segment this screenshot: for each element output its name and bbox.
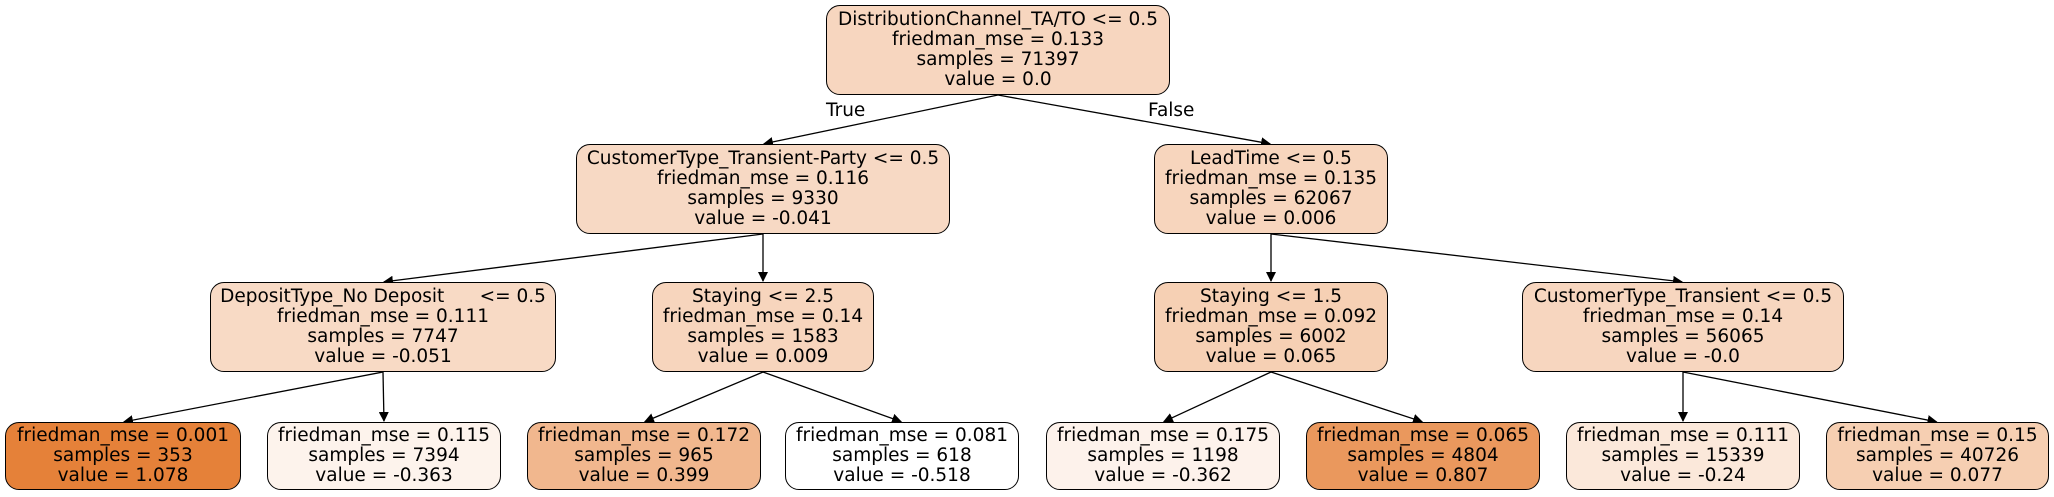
edge-n4-n9	[644, 371, 764, 423]
node-text-line: samples = 9330	[687, 188, 839, 209]
node-text-line: samples = 56065	[1601, 326, 1765, 347]
edge-n4-n10	[762, 371, 902, 424]
node-text-line: value = 0.065	[1205, 346, 1337, 367]
edge-n0-n1	[762, 94, 999, 147]
edge-n1-n3	[383, 233, 764, 286]
node-text-line: friedman_mse = 0.081	[796, 425, 1008, 446]
node-text-line: DepositType_No Deposit <= 0.5	[220, 286, 546, 307]
node-text-line: value = 0.399	[578, 465, 710, 486]
node-text-line: friedman_mse = 0.111	[1577, 425, 1789, 446]
node-text-line: samples = 40726	[1855, 445, 2019, 466]
node-text-line: value = -0.362	[1094, 465, 1232, 486]
node-text-line: friedman_mse = 0.111	[277, 306, 489, 327]
node-text-line: value = 0.807	[1357, 465, 1489, 486]
node-text-line: value = -0.0	[1626, 346, 1740, 367]
node-text-line: value = -0.363	[315, 465, 453, 486]
node-text-line: samples = 6002	[1195, 326, 1347, 347]
node-text-line: friedman_mse = 0.175	[1057, 425, 1269, 446]
node-text-line: value = -0.518	[833, 465, 971, 486]
edge-n6-n14	[1682, 371, 1938, 425]
node-text-line: samples = 1198	[1087, 445, 1239, 466]
node-text-line: friedman_mse = 0.115	[278, 425, 490, 446]
node-text-line: Staying <= 2.5	[691, 286, 835, 307]
node-text-line: friedman_mse = 0.14	[662, 306, 864, 327]
node-text-line: LeadTime <= 0.5	[1190, 148, 1352, 169]
node-text-line: value = -0.051	[314, 346, 452, 367]
edge-label-false: False	[1148, 100, 1195, 121]
node-text-line: samples = 7394	[308, 445, 460, 466]
node-text-line: value = -0.24	[1620, 465, 1746, 486]
node-text-line: samples = 1583	[687, 326, 839, 347]
node-text-line: samples = 4804	[1347, 445, 1499, 466]
node-text-line: value = 0.0	[944, 69, 1052, 90]
node-text-line: samples = 353	[53, 445, 193, 466]
edge-n3-n7	[123, 371, 384, 426]
node-text-line: DistributionChannel_TA/TO <= 0.5	[838, 9, 1158, 30]
node-text-line: CustomerType_Transient <= 0.5	[1533, 286, 1833, 307]
node-text-line: friedman_mse = 0.14	[1582, 306, 1784, 327]
node-text-line: friedman_mse = 0.092	[1165, 306, 1377, 327]
edge-n5-n11	[1163, 371, 1272, 423]
node-text-line: friedman_mse = 0.133	[892, 29, 1104, 50]
node-text-line: value = 0.077	[1872, 465, 2003, 486]
node-text-line: friedman_mse = 0.065	[1317, 425, 1529, 446]
node-text-line: samples = 7747	[307, 326, 459, 347]
node-text-line: friedman_mse = 0.001	[17, 425, 229, 446]
node-text-line: samples = 71397	[916, 49, 1080, 70]
node-text-line: friedman_mse = 0.172	[538, 425, 750, 446]
node-text-line: samples = 965	[574, 445, 714, 466]
node-text-line: value = 0.006	[1205, 208, 1337, 229]
edge-label-true: True	[826, 100, 866, 121]
node-text-line: value = 1.078	[57, 465, 189, 486]
edge-n0-n2	[997, 94, 1272, 148]
node-text-line: samples = 618	[832, 445, 972, 466]
node-text-line: friedman_mse = 0.135	[1165, 168, 1377, 189]
edge-n5-n12	[1270, 371, 1423, 424]
node-text-line: value = 0.009	[697, 346, 829, 367]
edge-n2-n6	[1270, 233, 1683, 286]
node-text-line: value = -0.041	[694, 208, 832, 229]
node-text-line: Staying <= 1.5	[1199, 286, 1343, 307]
node-text-line: CustomerType_Transient-Party <= 0.5	[586, 148, 940, 169]
node-text-line: friedman_mse = 0.116	[657, 168, 869, 189]
node-text-line: friedman_mse = 0.15	[1837, 425, 2038, 446]
edge-n3-n8	[378, 371, 389, 423]
node-text-line: samples = 15339	[1601, 445, 1765, 466]
node-text-line: samples = 62067	[1189, 188, 1353, 209]
